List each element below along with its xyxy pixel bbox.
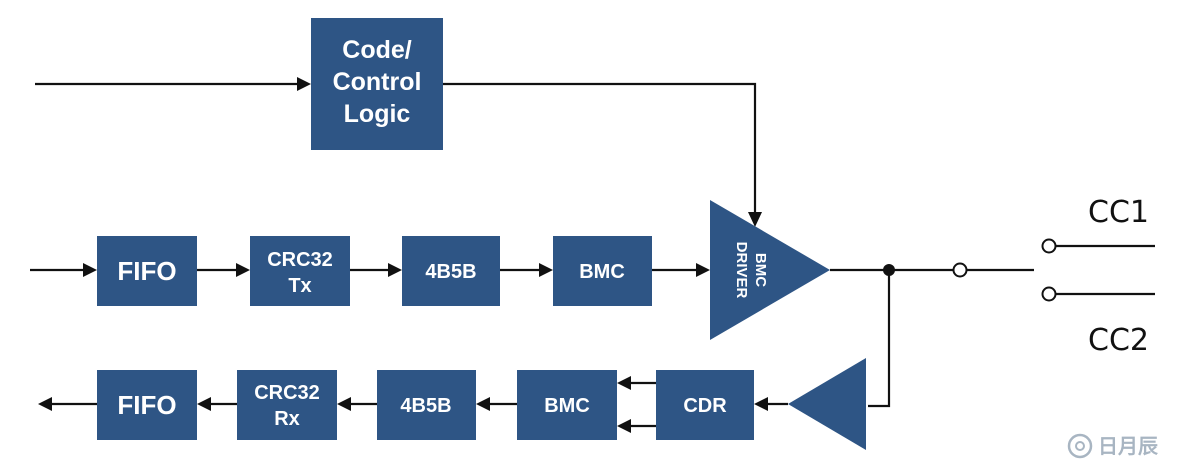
tx-crc32-label-line-1: CRC32 (267, 249, 333, 271)
fifo-to-crc-tx-arrowhead (236, 263, 250, 277)
rx-bmc-block: BMC (517, 370, 617, 440)
switch-common-terminal (952, 262, 968, 278)
tx-crc32-label-line-2: Tx (288, 275, 311, 297)
bmc-driver-amplifier: BMC DRIVER (710, 200, 830, 340)
code-control-logic-line-2: Control (333, 68, 422, 96)
4b5b-to-crc-rx-arrowhead (337, 397, 351, 411)
crc-tx-to-4b5b-arrowhead (388, 263, 402, 277)
code-control-logic-line-3: Logic (344, 100, 411, 128)
receiver-amplifier (788, 358, 866, 450)
tx-input-arrowhead (83, 263, 97, 277)
control-input-arrowhead (297, 77, 311, 91)
cc1-terminal (1041, 238, 1057, 254)
watermark: 日月辰 (1067, 433, 1159, 459)
bmc-to-4b5b-rx-arrowhead (476, 397, 490, 411)
bmc-to-driver-arrowhead (696, 263, 710, 277)
rx-4b5b-block: 4B5B (377, 370, 476, 440)
tx-4b5b-block: 4B5B (402, 236, 500, 306)
watermark-logo-icon (1067, 433, 1093, 459)
watermark-text: 日月辰 (1098, 434, 1159, 458)
rx-bmc-label: BMC (544, 395, 590, 417)
cdr-to-bmc-lower-arrowhead (617, 419, 631, 433)
tx-fifo-block: FIFO (97, 236, 197, 306)
tx-crc32-block: CRC32 Tx (250, 236, 350, 306)
rx-output-arrowhead (38, 397, 52, 411)
4b5b-to-bmc-tx-arrowhead (539, 263, 553, 277)
cc1-label: CC1 (1088, 195, 1149, 230)
cdr-label: CDR (683, 395, 727, 417)
cdr-to-bmc-upper-arrowhead (617, 376, 631, 390)
control-to-driver-arrowhead (748, 212, 762, 227)
cc2-terminal (1041, 286, 1057, 302)
bmc-driver-label-line-1: BMC (752, 253, 769, 287)
rx-fifo-block: FIFO (97, 370, 197, 440)
rx-crc32-label-line-1: CRC32 (254, 382, 320, 404)
crc-rx-to-fifo-arrowhead (197, 397, 211, 411)
code-control-logic-block: Code/ Control Logic (311, 18, 443, 150)
tx-bmc-block: BMC (553, 236, 652, 306)
tx-bmc-label: BMC (579, 261, 625, 283)
rx-4b5b-label: 4B5B (400, 395, 451, 417)
code-control-logic-line-1: Code/ (342, 36, 412, 64)
control-to-driver-wire (443, 82, 757, 216)
cc2-label: CC2 (1088, 323, 1149, 358)
tx-4b5b-label: 4B5B (425, 261, 476, 283)
cdr-block: CDR (656, 370, 754, 440)
rx-crc32-label-line-2: Rx (274, 408, 300, 430)
rx-amp-to-cdr-arrowhead (754, 397, 768, 411)
rx-fifo-label: FIFO (117, 390, 176, 420)
bmc-driver-label-line-2: DRIVER (733, 242, 750, 299)
rx-feedback-wire (868, 270, 891, 408)
rx-crc32-block: CRC32 Rx (237, 370, 337, 440)
tx-fifo-label: FIFO (117, 256, 176, 286)
